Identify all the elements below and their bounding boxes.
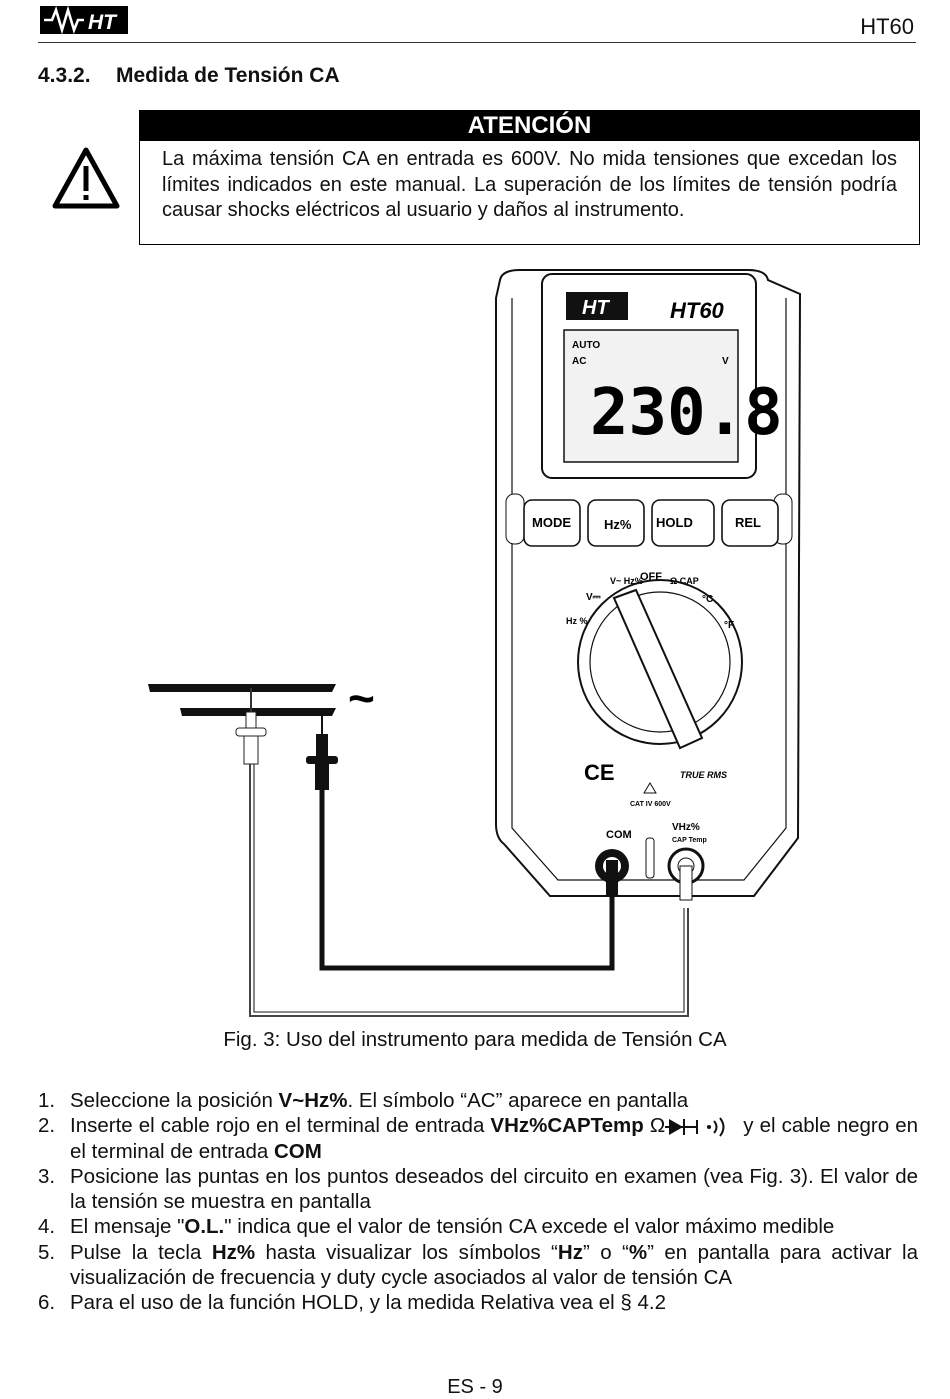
dial-v-hz: V~ Hz% (610, 576, 643, 586)
list-item: 4.El mensaje "O.L." indica que el valor … (38, 1215, 835, 1239)
button-rel: REL (735, 515, 761, 530)
power-lines (148, 684, 336, 716)
dial-fahrenheit: °F (724, 620, 734, 631)
button-mode: MODE (532, 515, 571, 530)
button-hz: Hz% (604, 517, 632, 532)
list-item: 2.Inserte el cable rojo en el terminal d… (38, 1114, 918, 1163)
list-item: 6.Para el uso de la función HOLD, y la m… (38, 1291, 666, 1315)
lcd-unit: V (722, 356, 729, 367)
instruction-list: 1.Seleccione la posición V~Hz%. El símbo… (38, 1088, 918, 1316)
section-heading: 4.3.2. Medida de Tensión CA (38, 64, 340, 88)
section-number: 4.3.2. (38, 64, 91, 87)
lcd-auto: AUTO (572, 340, 600, 351)
dial-hz-pct: Hz % (566, 616, 588, 626)
warning-box: ATENCIÓN La máxima tensión CA en entrada… (139, 110, 920, 245)
warning-title: ATENCIÓN (140, 111, 919, 141)
terminal-v-label: VHz% (672, 822, 700, 833)
meter-model: HT60 (670, 298, 725, 323)
list-item: 1.Seleccione la posición V~Hz%. El símbo… (38, 1089, 689, 1112)
document-id: HT60 (860, 14, 914, 39)
button-hold: HOLD (656, 515, 693, 530)
warning-triangle-icon (52, 147, 120, 209)
black-probe (306, 716, 338, 790)
terminal-com-label: COM (606, 829, 632, 841)
lcd-ac: AC (572, 356, 586, 367)
page-number: ES - 9 (447, 1376, 503, 1398)
terminal-v-sublabel: CAP Temp (672, 837, 707, 844)
dial-celsius: °C (702, 594, 713, 605)
list-item: 3.Posicione las puntas en los puntos des… (38, 1164, 918, 1214)
multimeter-figure: ~ HT HT60 AUTO AC V 230.8 MODE (148, 269, 802, 1017)
lcd-reading: 230.8 (590, 376, 783, 450)
multimeter-body: HT HT60 AUTO AC V 230.8 MODE Hz% HOLD RE… (495, 269, 802, 901)
warning-text: La máxima tensión CA en entrada es 600V.… (162, 148, 897, 221)
section-title: Medida de Tensión CA (116, 64, 340, 87)
list-item: 5.Pulse la tecla Hz% hasta visualizar lo… (38, 1240, 919, 1290)
ht-logo: HT (40, 5, 128, 35)
dial-off: OFF (640, 571, 662, 583)
figure-caption: Fig. 3: Uso del instrumento para medida … (223, 1028, 727, 1051)
ce-mark: CE (584, 760, 615, 785)
diode-continuity-icon (665, 1117, 725, 1137)
dial-v-dc: V⎓ (586, 592, 601, 603)
cat-rating: CAT IV 600V (630, 801, 671, 808)
ac-symbol: ~ (348, 672, 375, 724)
meter-brand: HT (582, 297, 610, 319)
dial-ohm-cap: Ω CAP (670, 576, 699, 586)
logo-text: HT (88, 11, 118, 34)
page-header: HT HT60 (38, 0, 916, 43)
true-rms-label: TRUE RMS (680, 770, 727, 780)
red-probe (235, 688, 267, 765)
